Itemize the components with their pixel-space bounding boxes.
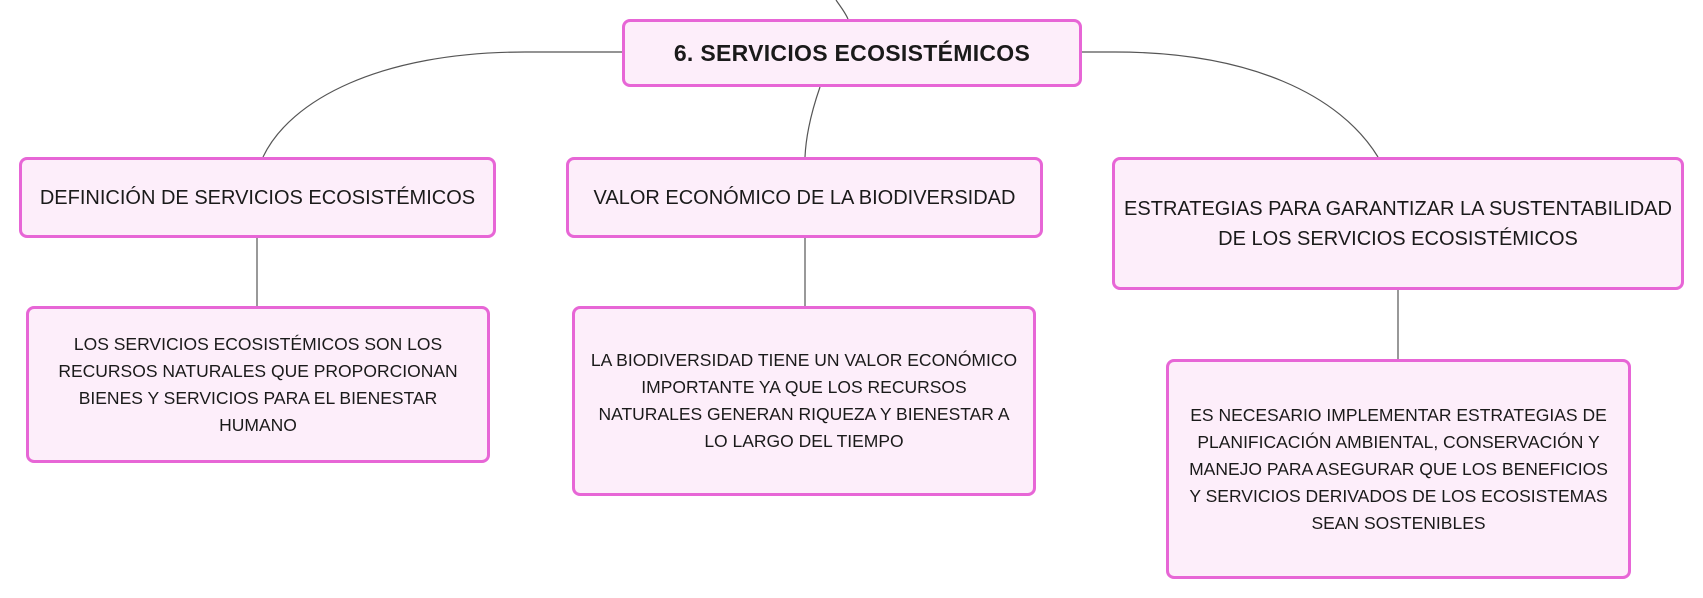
connector-parent-to-root <box>835 0 849 20</box>
branch-node-label: DEFINICIÓN DE SERVICIOS ECOSISTÉMICOS <box>39 186 476 209</box>
branch-node-estrategias: ESTRATEGIAS PARA GARANTIZAR LA SUSTENTAB… <box>1112 157 1684 290</box>
connector-root-to-definicion <box>262 51 622 158</box>
branch-node-definicion: DEFINICIÓN DE SERVICIOS ECOSISTÉMICOS <box>19 157 496 238</box>
detail-node-estrategias: ES NECESARIO IMPLEMENTAR ESTRATEGIAS DE … <box>1166 359 1631 579</box>
branch-node-label: ESTRATEGIAS PARA GARANTIZAR LA SUSTENTAB… <box>1124 197 1672 250</box>
detail-node-text: LA BIODIVERSIDAD TIENE UN VALOR ECONÓMIC… <box>590 350 1018 451</box>
connector-root-to-estrategias <box>1082 51 1379 158</box>
branch-node-valor: VALOR ECONÓMICO DE LA BIODIVERSIDAD <box>566 157 1043 238</box>
detail-node-text: ES NECESARIO IMPLEMENTAR ESTRATEGIAS DE … <box>1189 404 1608 533</box>
branch-node-label: VALOR ECONÓMICO DE LA BIODIVERSIDAD <box>593 186 1016 209</box>
detail-node-definicion: LOS SERVICIOS ECOSISTÉMICOS SON LOS RECU… <box>26 306 490 463</box>
detail-node-text: LOS SERVICIOS ECOSISTÉMICOS SON LOS RECU… <box>58 333 458 435</box>
connector-root-to-valor <box>804 86 821 158</box>
root-node-label: 6. SERVICIOS ECOSISTÉMICOS <box>673 39 1031 66</box>
root-node: 6. SERVICIOS ECOSISTÉMICOS <box>622 19 1082 87</box>
detail-node-valor: LA BIODIVERSIDAD TIENE UN VALOR ECONÓMIC… <box>572 306 1036 496</box>
